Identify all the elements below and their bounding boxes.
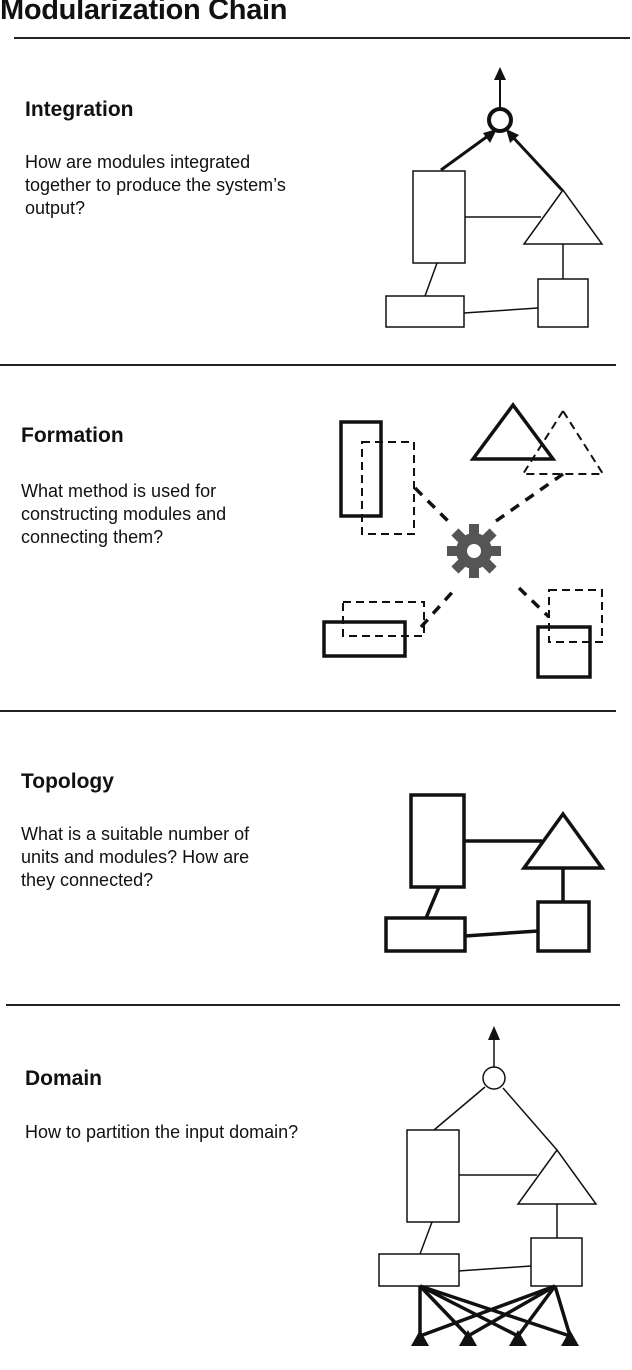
module-square (536, 900, 591, 953)
module-square-ghost (548, 589, 603, 643)
triangle-to-node-arrowhead (506, 129, 519, 143)
domain-diagram (378, 1026, 598, 1346)
triangle-to-node-arrow (508, 132, 564, 192)
divider (6, 1004, 620, 1006)
module-square (537, 278, 589, 328)
dashed-connector (494, 472, 565, 523)
output-arrowhead (494, 67, 506, 80)
module-rect-wide (384, 916, 467, 953)
connection-line (424, 886, 441, 919)
dashed-connector (413, 486, 450, 523)
input-marker (459, 1330, 477, 1346)
connection-line (502, 1087, 558, 1151)
section-description-integration: How are modules integrated together to p… (25, 152, 286, 218)
integration-node (487, 107, 513, 133)
section-description-formation: What method is used for constructing mod… (21, 481, 227, 547)
dashed-connector (419, 586, 458, 629)
module-square (536, 625, 592, 679)
input-marker (411, 1330, 429, 1346)
page-title: Modularization Chain (0, 0, 288, 26)
module-rect-wide-ghost (342, 601, 425, 637)
divider (14, 37, 630, 39)
module-rect-tall (409, 793, 466, 889)
module-triangle-ghost (521, 409, 605, 475)
module-triangle (469, 402, 557, 461)
integration-node (482, 1066, 506, 1090)
connection-line (463, 307, 539, 314)
connection-line (419, 1221, 433, 1255)
gear-icon (447, 524, 501, 578)
rect-to-node-arrowhead (483, 129, 497, 143)
module-triangle (516, 1148, 598, 1205)
divider (0, 710, 616, 712)
output-arrowhead (488, 1026, 500, 1040)
module-rect-tall (412, 170, 466, 264)
section-title-domain: Domain (25, 1067, 103, 1090)
input-triangles (411, 1330, 579, 1346)
rect-to-node-arrow (440, 131, 493, 172)
dashed-connector (517, 586, 551, 619)
input-marker (509, 1330, 527, 1346)
formation-diagram (322, 402, 605, 679)
module-triangle (522, 188, 604, 245)
module-triangle (520, 811, 606, 870)
connection-line (464, 929, 539, 938)
module-rect-wide (378, 1253, 460, 1287)
section-title-formation: Formation (21, 424, 124, 447)
divider (0, 364, 616, 366)
section-title-integration: Integration (25, 98, 134, 121)
connection-line (424, 262, 438, 297)
section-description-domain: How to partition the input domain? (25, 1122, 299, 1142)
input-links (418, 1284, 572, 1338)
section-title-topology: Topology (21, 770, 114, 793)
topology-diagram (384, 793, 606, 953)
module-rect-tall-ghost (361, 441, 415, 535)
module-rect-tall (406, 1129, 460, 1223)
module-square (530, 1237, 583, 1287)
section-description-topology: What is a suitable number of units and m… (21, 824, 250, 890)
integration-diagram (385, 67, 604, 328)
module-rect-wide (385, 295, 465, 328)
input-marker (561, 1330, 579, 1346)
connection-line (457, 1265, 532, 1272)
module-rect-wide (322, 620, 407, 658)
connection-line (433, 1086, 486, 1131)
